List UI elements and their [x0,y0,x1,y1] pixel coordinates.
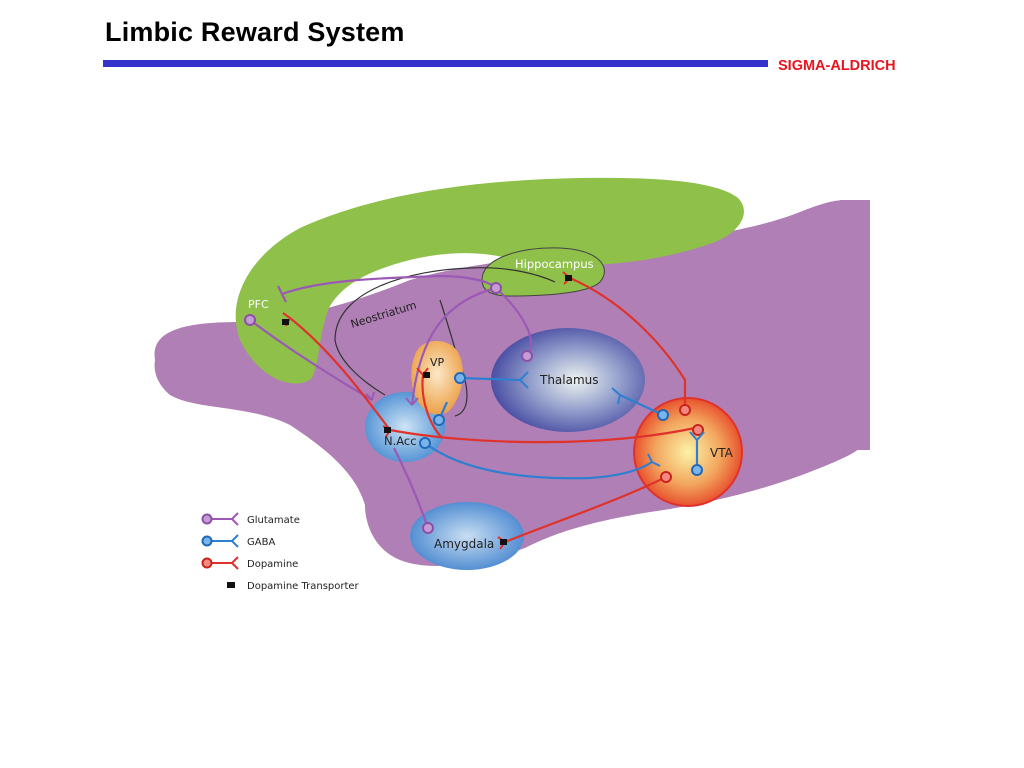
vta-label: VTA [710,446,734,460]
thalamus-label: Thalamus [539,373,599,387]
legend-glutamate-symbol [201,512,239,526]
brain-stem-edge [840,200,870,450]
brand-logo-text: SIGMA-ALDRICH [778,58,896,74]
red-terminals [660,404,704,483]
legend-dopamine-symbol [201,556,239,570]
legend-glutamate-label: Glutamate [247,515,300,526]
pfc-label: PFC [248,298,269,311]
legend-gaba-symbol [201,534,239,548]
hippocampus-label: Hippocampus [515,257,594,271]
cortex-region [235,177,744,384]
hippocampus-region [481,247,605,297]
dopamine-transporters [282,275,572,545]
legend: Glutamate GABA Dopamine Dopamine Transpo… [201,512,360,592]
legend-gaba-label: GABA [247,537,275,548]
blue-terminals [419,372,703,476]
amygdala-region [410,502,524,570]
legend-transporter-label: Dopamine Transporter [247,581,360,592]
amygdala-label: Amygdala [434,537,494,551]
title-divider [103,60,768,67]
slide-title: Limbic Reward System [105,17,405,47]
legend-transporter-symbol [227,582,235,588]
legend-dopamine-label: Dopamine [247,559,298,570]
vp-label: VP [430,356,445,369]
dopamine-pathways [289,276,696,544]
nacc-label: N.Acc [384,434,417,448]
purple-terminals [244,282,533,534]
gaba-pathways [424,376,699,480]
